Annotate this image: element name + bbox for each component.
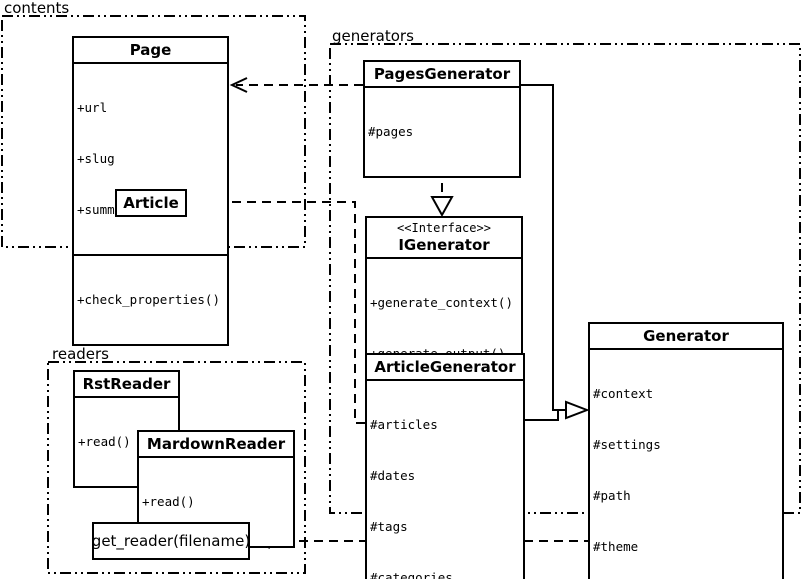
package-label-generators: generators bbox=[332, 27, 414, 45]
method: +check_properties() bbox=[77, 292, 220, 307]
package-label-contents: contents bbox=[4, 0, 70, 17]
attribute: #tags bbox=[370, 519, 408, 534]
class-pages-generator: PagesGenerator #pages bbox=[363, 60, 521, 178]
attribute: #settings bbox=[593, 437, 661, 452]
class-generator-attributes: #context #settings #path #theme #output_… bbox=[590, 350, 782, 579]
attribute: #categories bbox=[370, 570, 453, 579]
class-markdown-reader-methods: +read() bbox=[139, 458, 293, 546]
class-igenerator-name: IGenerator bbox=[398, 236, 490, 254]
method: +generate_context() bbox=[370, 295, 513, 310]
attribute: +slug bbox=[77, 151, 115, 166]
class-pages-generator-title: PagesGenerator bbox=[365, 62, 519, 88]
class-markdown-reader-title: MardownReader bbox=[139, 432, 293, 458]
attribute: #context bbox=[593, 386, 654, 401]
function-get-reader-label: get_reader(filename) bbox=[91, 532, 251, 550]
class-rst-reader-title: RstReader bbox=[75, 372, 178, 398]
class-generator-title: Generator bbox=[590, 324, 782, 350]
dependency-pagesgenerator-page-arrowhead bbox=[229, 77, 248, 93]
attribute: #path bbox=[593, 488, 631, 503]
method: +read() bbox=[78, 434, 131, 449]
class-article-generator: ArticleGenerator #articles #dates #tags … bbox=[365, 353, 525, 579]
class-generator: Generator #context #settings #path #them… bbox=[588, 322, 784, 579]
class-page-attributes: +url +slug +summary bbox=[74, 64, 227, 254]
class-page-methods: +check_properties() bbox=[74, 254, 227, 344]
class-article-generator-attributes: #articles #dates #tags #categories bbox=[367, 381, 523, 579]
generalization-generator-triangle bbox=[565, 400, 590, 420]
attribute: #articles bbox=[370, 417, 438, 432]
generalization-articlegenerator-generator-line bbox=[525, 410, 559, 421]
function-get-reader: get_reader(filename) bbox=[92, 522, 250, 560]
class-igenerator-title: <<Interface>> IGenerator bbox=[367, 218, 521, 259]
attribute: #pages bbox=[368, 124, 414, 139]
class-article-title: Article bbox=[123, 194, 179, 212]
dependency-articlegenerator-article-line bbox=[196, 201, 365, 424]
class-igenerator-stereotype: <<Interface>> bbox=[397, 221, 491, 235]
package-readers-border bbox=[47, 361, 306, 574]
attribute: #theme bbox=[593, 539, 639, 554]
class-pages-generator-attributes: #pages bbox=[365, 88, 519, 176]
attribute: +url bbox=[77, 100, 108, 115]
class-article: Article bbox=[115, 189, 187, 217]
class-page-title: Page bbox=[74, 38, 227, 64]
realization-pagesgenerator-igenerator-triangle bbox=[430, 196, 454, 218]
generalization-pagesgenerator-generator-line bbox=[520, 84, 566, 411]
class-rst-reader-methods: +read() bbox=[75, 398, 178, 486]
class-article-generator-title: ArticleGenerator bbox=[367, 355, 523, 381]
class-rst-reader: RstReader +read() bbox=[73, 370, 180, 488]
method: +read() bbox=[142, 494, 195, 509]
package-label-readers: readers bbox=[52, 345, 109, 363]
package-generators-border bbox=[329, 43, 801, 514]
attribute: #dates bbox=[370, 468, 416, 483]
